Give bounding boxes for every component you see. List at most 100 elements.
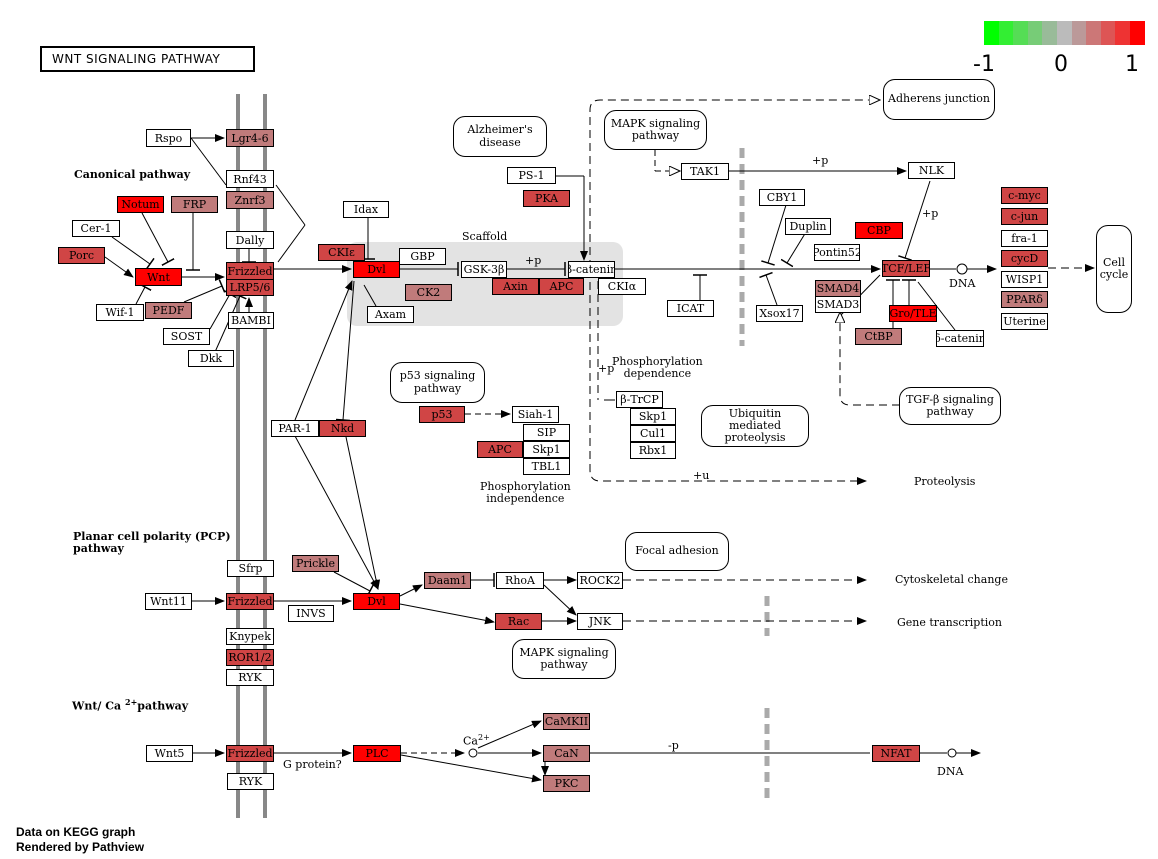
pathway-link-cellcycle[interactable]: Cell cycle (1096, 225, 1132, 313)
gene-node-smad4[interactable]: SMAD4 (815, 280, 861, 297)
gene-node-wisp[interactable]: WISP1 (1001, 271, 1048, 288)
gene-node-gbp[interactable]: GBP (399, 248, 446, 265)
gene-node-idax[interactable]: Idax (343, 201, 389, 218)
gene-node-knypek[interactable]: Knypek (226, 628, 274, 645)
gene-node-dcat[interactable]: δ-catenin (936, 330, 984, 347)
gene-node-skp1b[interactable]: Skp1 (630, 408, 676, 425)
gene-node-invs[interactable]: INVS (288, 605, 334, 622)
gene-node-tbl1[interactable]: TBL1 (523, 458, 570, 475)
gene-node-ryk1[interactable]: RYK (226, 669, 274, 686)
gene-node-rhoa[interactable]: RhoA (496, 572, 544, 589)
gene-node-ck2[interactable]: CK2 (405, 284, 452, 301)
gene-node-groucho[interactable]: Gro/TLE (889, 305, 937, 322)
gene-node-gsk[interactable]: GSK-3β (461, 261, 507, 278)
gene-node-porc[interactable]: Porc (58, 247, 105, 264)
gene-node-lrp[interactable]: LRP5/6 (226, 279, 274, 296)
gene-node-camkii[interactable]: CaMKII (543, 713, 590, 730)
gene-node-wnt[interactable]: Wnt (135, 268, 182, 286)
gene-node-p53[interactable]: p53 (419, 406, 465, 423)
gene-node-duplin[interactable]: Duplin (785, 218, 831, 235)
legend-swatch (1042, 21, 1057, 45)
gene-node-frizzled1[interactable]: Frizzled (226, 262, 274, 280)
gene-node-cer1[interactable]: Cer-1 (72, 220, 120, 237)
gene-node-skp1a[interactable]: Skp1 (523, 441, 570, 458)
gene-node-sost[interactable]: SOST (163, 328, 210, 345)
gene-node-cjun[interactable]: c-jun (1001, 208, 1048, 225)
label-ca: Ca2+ (463, 733, 490, 748)
gene-node-nlk[interactable]: NLK (908, 162, 955, 179)
gene-node-apc2[interactable]: APC (477, 441, 523, 458)
gene-node-ryk2[interactable]: RYK (227, 773, 274, 790)
gene-node-frizzled3[interactable]: Frizzled (226, 745, 274, 762)
gene-node-ckia[interactable]: CKIα (598, 278, 646, 295)
pathway-link-mapk1[interactable]: MAPK signaling pathway (604, 110, 707, 150)
legend-swatch (984, 21, 999, 45)
gene-node-ror[interactable]: ROR1/2 (226, 649, 274, 666)
gene-node-ps1[interactable]: PS-1 (507, 167, 556, 184)
gene-node-bambi[interactable]: BAMBI (228, 312, 274, 329)
gene-node-bcat[interactable]: β-catenin (568, 261, 615, 278)
gene-node-can[interactable]: CaN (543, 745, 590, 762)
gene-node-rbx1[interactable]: Rbx1 (630, 442, 676, 459)
gene-node-jnk[interactable]: JNK (577, 613, 623, 630)
gene-node-icat[interactable]: ICAT (667, 300, 714, 317)
gene-node-wnt11[interactable]: Wnt11 (145, 593, 192, 610)
gene-node-sfrp[interactable]: Sfrp (227, 560, 274, 577)
gene-node-cbp[interactable]: CBP (855, 222, 903, 239)
gene-node-dvl1[interactable]: Dvl (353, 261, 400, 278)
pathway-link-alzheimer[interactable]: Alzheimer's disease (453, 116, 547, 157)
pathway-link-adherens[interactable]: Adherens junction (883, 79, 995, 120)
gene-node-tcf[interactable]: TCF/LEF (882, 260, 930, 277)
gene-node-cul1[interactable]: Cul1 (630, 425, 676, 442)
gene-node-pkc[interactable]: PKC (543, 775, 590, 792)
gene-node-siah[interactable]: Siah-1 (512, 406, 559, 423)
pathway-link-mapk2[interactable]: MAPK signaling pathway (512, 639, 616, 679)
gene-node-axin[interactable]: Axin (492, 278, 539, 295)
gene-node-pka[interactable]: PKA (523, 190, 570, 207)
gene-node-ppard[interactable]: PPARδ (1001, 291, 1048, 308)
gene-node-dkk[interactable]: Dkk (188, 350, 234, 367)
gene-node-wif1[interactable]: Wif-1 (96, 304, 144, 321)
gene-node-rock2[interactable]: ROCK2 (577, 572, 623, 589)
gene-node-rnf43[interactable]: Rnf43 (226, 170, 274, 188)
gene-node-ctbp[interactable]: CtBP (855, 328, 902, 345)
gene-node-dvl2[interactable]: Dvl (353, 593, 400, 610)
gene-node-nfat[interactable]: NFAT (872, 745, 920, 762)
gene-node-xsox[interactable]: Xsox17 (756, 305, 803, 322)
pathway-link-tgfb[interactable]: TGF-β signaling pathway (899, 387, 1001, 425)
gene-node-btrcp[interactable]: β-TrCP (616, 391, 663, 408)
gene-node-rspo[interactable]: Rspo (146, 129, 191, 147)
gene-node-notum[interactable]: Notum (117, 196, 164, 213)
gene-node-smad3[interactable]: SMAD3 (815, 296, 861, 313)
legend-swatch (1071, 21, 1087, 45)
pathway-link-focal[interactable]: Focal adhesion (625, 532, 729, 571)
gene-node-sip[interactable]: SIP (523, 424, 570, 441)
gene-node-plc[interactable]: PLC (353, 745, 401, 762)
gene-node-tak1[interactable]: TAK1 (681, 163, 729, 180)
gene-node-nkd[interactable]: Nkd (319, 420, 366, 437)
gene-node-wnt5[interactable]: Wnt5 (146, 745, 193, 762)
gene-node-dally[interactable]: Dally (226, 231, 274, 249)
gene-node-par1[interactable]: PAR-1 (271, 420, 319, 437)
gene-node-daam1[interactable]: Daam1 (424, 572, 471, 589)
gene-node-frizzled2[interactable]: Frizzled (226, 593, 274, 610)
gene-node-uterine[interactable]: Uterine (1001, 313, 1048, 330)
label-minus-p: -p (668, 739, 679, 752)
gene-node-cycd[interactable]: cycD (1001, 250, 1048, 267)
gene-node-znrf3[interactable]: Znrf3 (226, 191, 274, 209)
pathway-link-p53path[interactable]: p53 signaling pathway (390, 362, 485, 403)
gene-node-pedf[interactable]: PEDF (145, 302, 192, 319)
gene-node-axam[interactable]: Axam (367, 306, 414, 323)
gene-node-prickle[interactable]: Prickle (292, 555, 339, 572)
gene-node-frp[interactable]: FRP (171, 196, 218, 213)
gene-node-apc1[interactable]: APC (539, 278, 584, 295)
gene-node-cby1[interactable]: CBY1 (759, 189, 805, 206)
gene-node-pontin[interactable]: Pontin52 (814, 244, 860, 261)
gene-node-cmyc[interactable]: c-myc (1001, 187, 1048, 204)
gene-node-rac[interactable]: Rac (495, 613, 542, 630)
gene-node-fra1[interactable]: fra-1 (1001, 230, 1048, 247)
gene-node-ckie[interactable]: CKIε (318, 244, 365, 261)
gene-node-lgr[interactable]: Lgr4-6 (226, 129, 274, 147)
pathway-link-ubiq[interactable]: Ubiquitin mediated proteolysis (701, 405, 809, 447)
